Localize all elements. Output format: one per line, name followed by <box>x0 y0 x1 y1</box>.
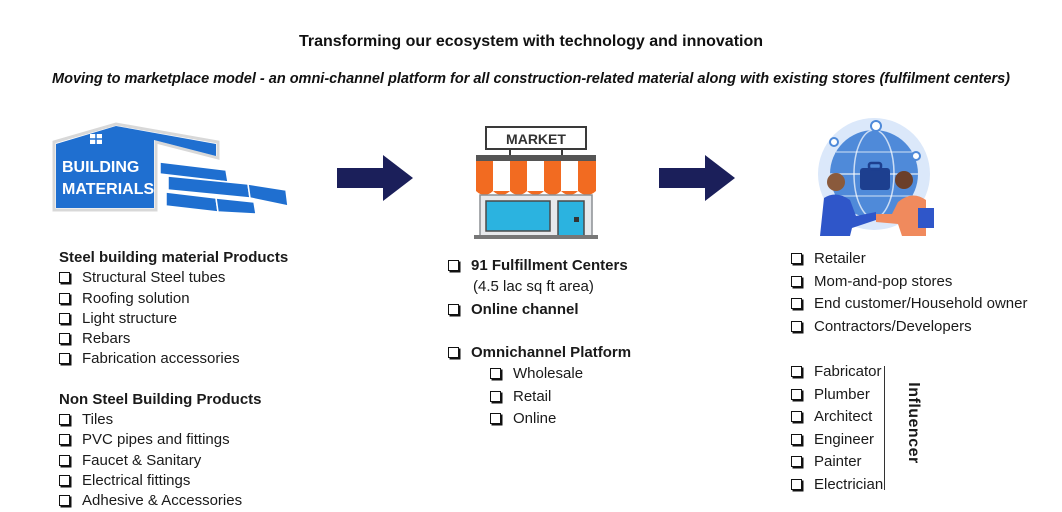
list-item: Plumber <box>791 384 1027 407</box>
online-channel-label: Online channel <box>471 301 579 318</box>
checkbox-icon <box>59 333 70 345</box>
checkbox-icon <box>59 312 70 324</box>
list-item: Roofing solution <box>59 289 288 309</box>
customers-column: Retailer Mom-and-pop stores End customer… <box>791 248 1027 496</box>
nonsteel-heading: Non Steel Building Products <box>59 390 262 408</box>
list-item: Retail <box>448 386 631 409</box>
influencer-bracket-line <box>884 366 885 490</box>
list-item: Omnichannel Platform <box>448 342 631 363</box>
list-item: Mom-and-pop stores <box>791 271 1027 294</box>
checkbox-icon <box>59 292 70 304</box>
list-item: Electrician <box>791 474 1027 497</box>
market-sign-text: MARKET <box>506 131 566 147</box>
page-title: Transforming our ecosystem with technolo… <box>298 33 764 50</box>
checkbox-icon <box>59 495 70 507</box>
checkbox-icon <box>791 388 802 400</box>
list-item: Engineer <box>791 429 1027 452</box>
checkbox-icon <box>59 414 70 426</box>
market-store-illustration: MARKET <box>474 126 598 239</box>
list-item: Electrical fittings <box>59 471 288 491</box>
list-item: PVC pipes and fittings <box>59 430 288 450</box>
checkbox-icon <box>791 275 802 287</box>
channels-column: 91 Fulfillment Centers (4.5 lac sq ft ar… <box>448 255 631 431</box>
checkbox-icon <box>59 474 70 486</box>
briefcase-icon <box>860 161 890 190</box>
list-item: Contractors/Developers <box>791 316 1027 339</box>
list-item: Light structure <box>59 309 288 329</box>
awning-icon <box>476 161 596 195</box>
list-item: End customer/Household owner <box>791 293 1027 316</box>
list-item: Rebars <box>59 329 288 349</box>
checkbox-icon <box>59 434 70 446</box>
location-pin-icon <box>829 120 921 161</box>
list-item: Retailer <box>791 248 1027 271</box>
checkbox-icon <box>490 368 501 379</box>
checkbox-icon <box>791 366 802 377</box>
fulfillment-label: 91 Fulfillment Centers <box>471 257 628 274</box>
checkbox-icon <box>791 411 802 422</box>
list-item: Faucet & Sanitary <box>59 451 288 471</box>
products-column: Steel building material Products Structu… <box>59 248 288 512</box>
checkbox-icon <box>448 304 459 315</box>
list-item: Fabrication accessories <box>59 349 288 369</box>
list-item: Architect <box>791 406 1027 429</box>
global-handshake-illustration <box>818 118 934 236</box>
fulfillment-area: (4.5 lac sq ft area) <box>473 278 594 295</box>
steel-heading: Steel building material Products <box>59 249 289 266</box>
checkbox-icon <box>791 433 802 445</box>
building-text-line2: MATERIALS <box>62 181 154 198</box>
list-item: Online <box>448 408 631 431</box>
checkbox-icon <box>448 260 459 271</box>
checkbox-icon <box>791 298 802 309</box>
checkbox-icon <box>791 320 802 332</box>
list-item: Online channel <box>448 299 631 320</box>
omnichannel-label: Omnichannel Platform <box>471 344 632 361</box>
checkbox-icon <box>791 456 802 467</box>
list-item: Fabricator <box>791 361 1027 384</box>
list-item: Tiles <box>59 410 288 430</box>
checkbox-icon <box>791 478 802 490</box>
list-item: Painter <box>791 451 1027 474</box>
checkbox-icon <box>59 272 70 284</box>
building-materials-illustration: BUILDING MATERIALS <box>52 122 289 215</box>
checkbox-icon <box>791 253 802 264</box>
checkbox-icon <box>448 347 459 358</box>
page-subtitle: Moving to marketplace model - an omni-ch… <box>52 71 1010 87</box>
influencer-label: Influencer <box>905 382 922 464</box>
building-text-line1: BUILDING <box>62 159 139 176</box>
steel-beams-icon <box>159 161 289 215</box>
list-item: Wholesale <box>448 363 631 386</box>
checkbox-icon <box>490 413 501 424</box>
checkbox-icon <box>59 353 70 365</box>
checkbox-icon <box>490 390 501 402</box>
arrow-right-icon <box>337 155 413 201</box>
arrow-right-icon <box>659 155 735 201</box>
list-item: Structural Steel tubes <box>59 268 288 288</box>
list-item: Adhesive & Accessories <box>59 491 288 511</box>
checkbox-icon <box>59 454 70 466</box>
list-item: 91 Fulfillment Centers <box>448 255 631 276</box>
